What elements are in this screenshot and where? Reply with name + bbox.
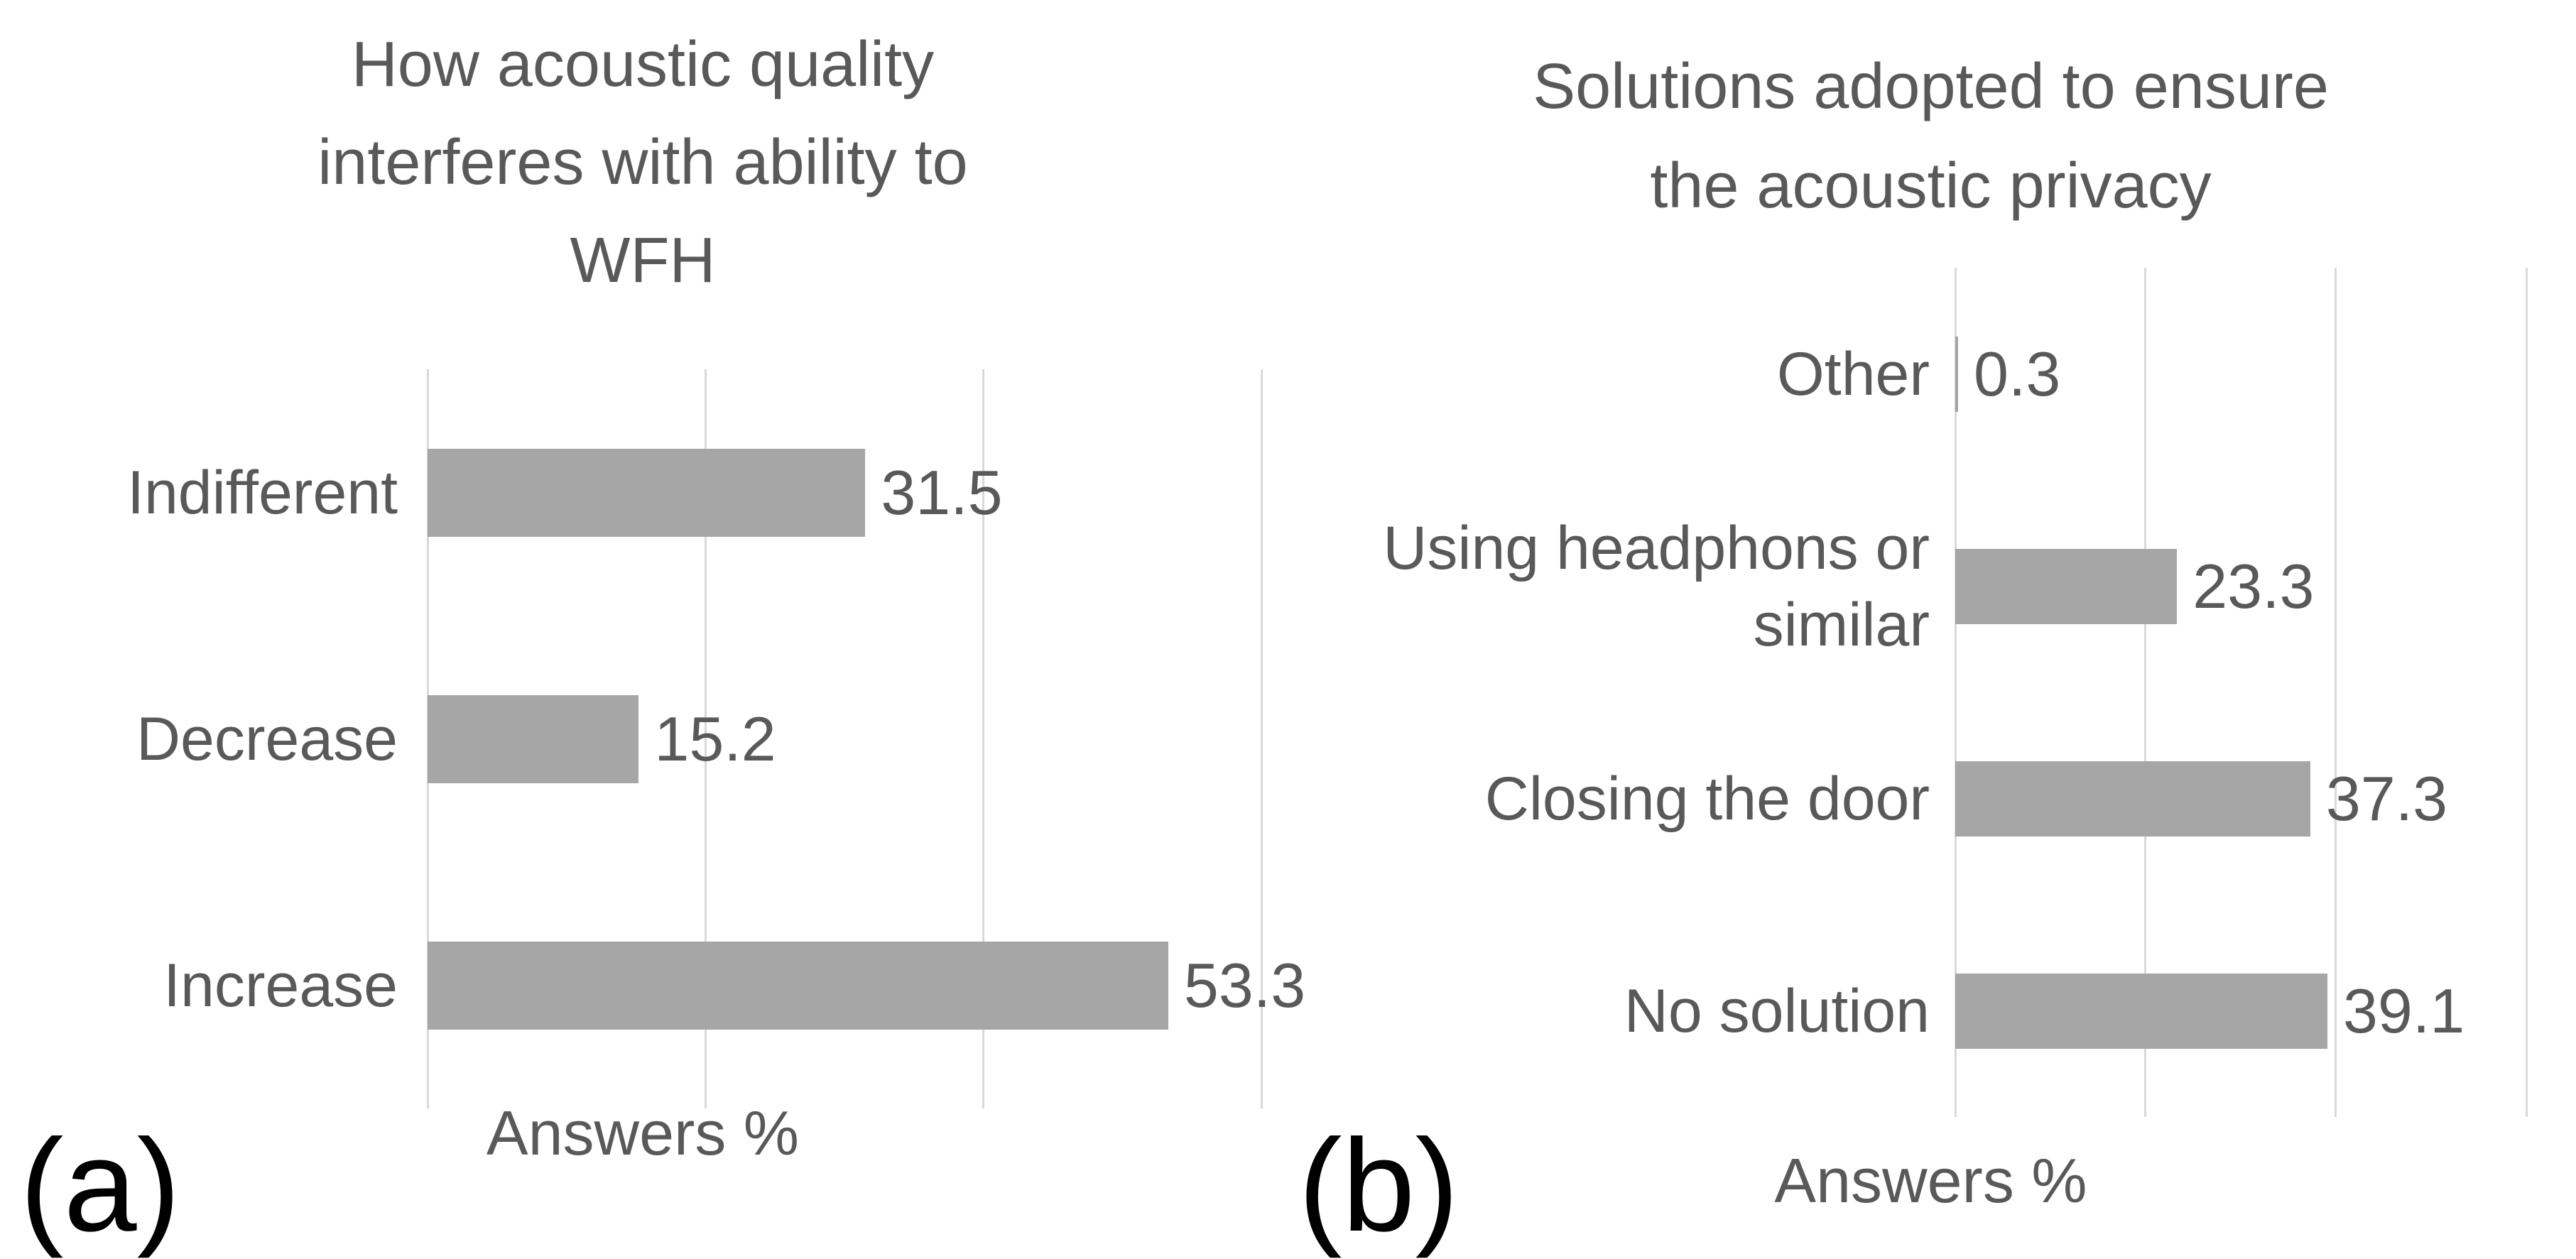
plot-track: 31.5 15.2 53.3 bbox=[426, 369, 1305, 1108]
bar: 0.3 bbox=[1955, 336, 2060, 412]
gridline-60 bbox=[1260, 369, 1263, 1108]
value-label: 15.2 bbox=[654, 703, 776, 774]
x-axis-title: Answers % bbox=[486, 1098, 800, 1168]
chart-title: How acoustic quality interferes with abi… bbox=[317, 29, 968, 296]
bar: 23.3 bbox=[1955, 548, 2315, 624]
chart-title: Solutions adopted to ensure the acoustic… bbox=[1533, 51, 2329, 222]
bar-row: 39.1 bbox=[1955, 905, 2526, 1117]
bar: 31.5 bbox=[428, 448, 1003, 537]
category-label: Indifferent bbox=[127, 458, 398, 527]
value-label: 23.3 bbox=[2192, 550, 2315, 621]
x-axis-title: Answers % bbox=[1774, 1145, 2087, 1216]
bar-row: 53.3 bbox=[428, 862, 1305, 1108]
panel-letter-b: (b) bbox=[1298, 1113, 1460, 1259]
gridline-20 bbox=[704, 369, 707, 1108]
gridline-0 bbox=[1954, 268, 1957, 1117]
chart-panel-b: Solutions adopted to ensure the acoustic… bbox=[1286, 0, 2576, 1258]
bar: 53.3 bbox=[428, 941, 1305, 1030]
value-label: 37.3 bbox=[2325, 763, 2448, 834]
bar-row: 31.5 bbox=[428, 369, 1261, 616]
chart-panel-a: How acoustic quality interferes with abi… bbox=[0, 0, 1305, 1259]
value-label: 39.1 bbox=[2342, 975, 2465, 1046]
category-label: Decrease bbox=[136, 704, 398, 773]
gridlines bbox=[1954, 268, 2528, 1117]
value-label: 53.3 bbox=[1183, 949, 1306, 1020]
value-label: 31.5 bbox=[881, 457, 1003, 528]
gridline-20 bbox=[2144, 268, 2147, 1117]
bar-row: 23.3 bbox=[1955, 480, 2526, 692]
panel-letter-a: (a) bbox=[20, 1113, 181, 1259]
category-label: Increase bbox=[163, 951, 398, 1020]
bar-row: 0.3 bbox=[1955, 268, 2526, 480]
category-label: Using headphons or similar bbox=[1383, 513, 1930, 659]
bars-container: 31.5 15.2 53.3 bbox=[428, 369, 1305, 1108]
plot-track: 0.3 23.3 37.3 39.1 bbox=[1954, 268, 2528, 1117]
gridline-40 bbox=[2335, 268, 2337, 1117]
category-label: Other bbox=[1776, 339, 1930, 408]
bar: 15.2 bbox=[428, 694, 776, 783]
bars-container: 0.3 23.3 37.3 39.1 bbox=[1955, 268, 2526, 1117]
gridline-60 bbox=[2525, 268, 2528, 1117]
category-label: Closing the door bbox=[1484, 764, 1930, 833]
gridline-40 bbox=[982, 369, 985, 1108]
bar-row: 37.3 bbox=[1955, 692, 2526, 905]
category-label: No solution bbox=[1624, 976, 1930, 1045]
bar: 37.3 bbox=[1955, 761, 2447, 836]
value-label: 0.3 bbox=[1974, 338, 2061, 409]
bar-row: 15.2 bbox=[428, 616, 1261, 862]
bar: 39.1 bbox=[1955, 973, 2464, 1049]
